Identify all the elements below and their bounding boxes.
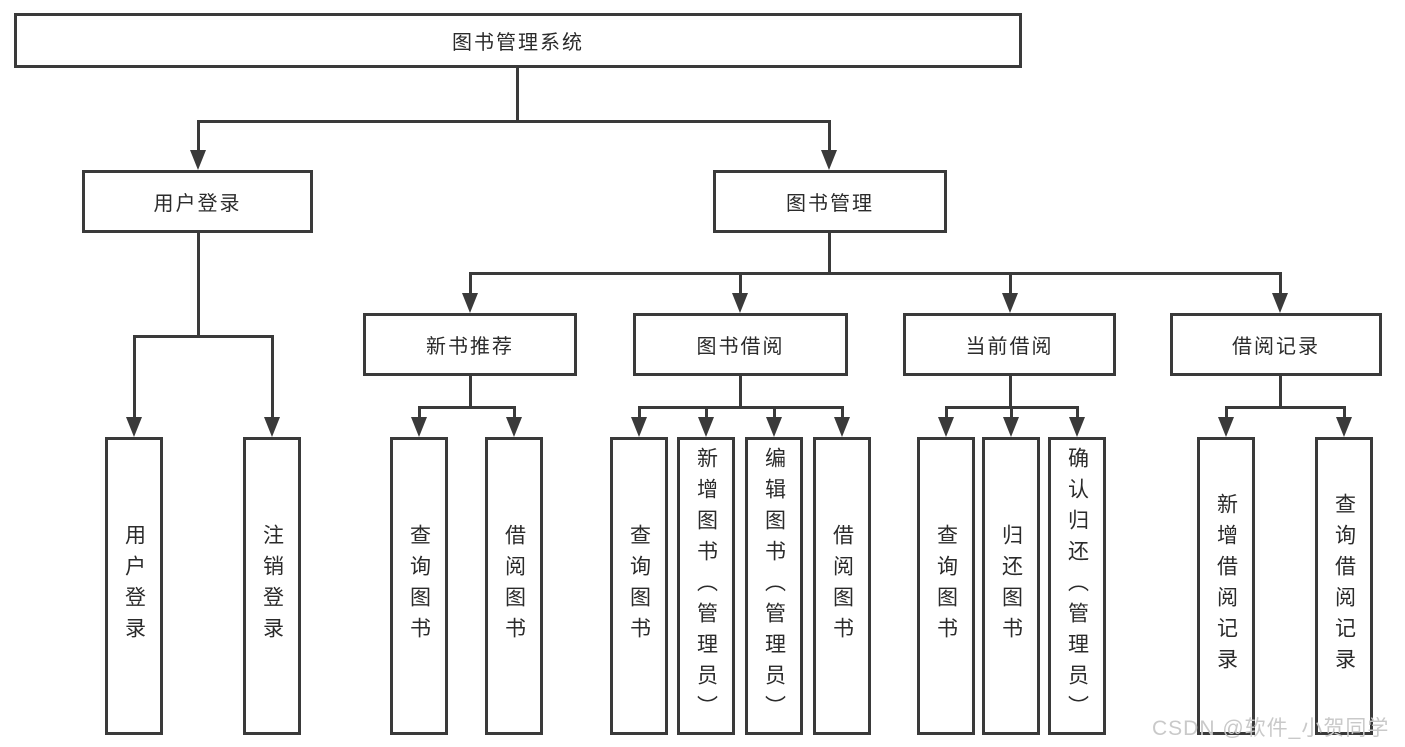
node-label: 新增图书（管理员） bbox=[694, 446, 718, 726]
node-label: 借阅记录 bbox=[1232, 336, 1320, 358]
leaf-borrow-books: 借阅图书 bbox=[813, 437, 871, 735]
arrow-down-icon bbox=[506, 417, 522, 437]
connector-line bbox=[773, 406, 776, 421]
connector-line bbox=[828, 120, 831, 154]
node-label: 图书借阅 bbox=[696, 336, 785, 358]
arrow-down-icon bbox=[732, 293, 748, 313]
node-label: 查询图书 bbox=[407, 524, 431, 648]
node-label: 图书管理 bbox=[786, 193, 874, 215]
node-label: 新书推荐 bbox=[426, 336, 514, 358]
leaf-query-borrow-record: 查询借阅记录 bbox=[1315, 437, 1373, 735]
arrow-down-icon bbox=[462, 293, 478, 313]
connector-line bbox=[638, 406, 844, 409]
connector-line bbox=[739, 272, 742, 297]
node-label: 借阅图书 bbox=[502, 524, 526, 648]
arrow-down-icon bbox=[631, 417, 647, 437]
node-label: 查询图书 bbox=[627, 524, 651, 648]
connector-line bbox=[133, 335, 274, 338]
node-current-borrowing: 当前借阅 bbox=[903, 313, 1116, 376]
leaf-query-books-recommend: 查询图书 bbox=[390, 437, 448, 735]
connector-line bbox=[513, 406, 516, 421]
node-label: 新增借阅记录 bbox=[1214, 493, 1238, 679]
leaf-edit-book-admin: 编辑图书（管理员） bbox=[745, 437, 803, 735]
connector-line bbox=[469, 376, 472, 406]
arrow-down-icon bbox=[411, 417, 427, 437]
arrow-down-icon bbox=[190, 150, 206, 170]
arrow-down-icon bbox=[834, 417, 850, 437]
connector-line bbox=[197, 233, 200, 335]
arrow-down-icon bbox=[1002, 293, 1018, 313]
arrow-down-icon bbox=[1003, 417, 1019, 437]
connector-line bbox=[945, 406, 948, 421]
connector-line bbox=[197, 120, 831, 123]
connector-line bbox=[469, 272, 472, 297]
node-book-management: 图书管理 bbox=[713, 170, 947, 233]
connector-line bbox=[1279, 272, 1282, 297]
node-borrowing-records: 借阅记录 bbox=[1170, 313, 1382, 376]
connector-line bbox=[1225, 406, 1228, 421]
node-label: 当前借阅 bbox=[965, 336, 1054, 358]
node-label: 查询图书 bbox=[934, 524, 958, 648]
connector-line bbox=[705, 406, 708, 421]
connector-line bbox=[1010, 406, 1013, 421]
leaf-query-books-borrowing: 查询图书 bbox=[610, 437, 668, 735]
watermark: CSDN @软件_小贺同学 bbox=[1152, 717, 1390, 740]
node-label: 查询借阅记录 bbox=[1332, 493, 1356, 679]
arrow-down-icon bbox=[1218, 417, 1234, 437]
connector-line bbox=[1076, 406, 1079, 421]
arrow-down-icon bbox=[126, 417, 142, 437]
node-label: 注销登录 bbox=[260, 524, 284, 648]
leaf-add-borrow-record: 新增借阅记录 bbox=[1197, 437, 1255, 735]
node-label: 图书管理系统 bbox=[452, 32, 584, 54]
connector-line bbox=[271, 335, 274, 421]
connector-line bbox=[418, 406, 421, 421]
connector-line bbox=[841, 406, 844, 421]
connector-line bbox=[739, 376, 742, 406]
arrow-down-icon bbox=[1069, 417, 1085, 437]
leaf-query-books-current: 查询图书 bbox=[917, 437, 975, 735]
connector-line bbox=[197, 120, 200, 154]
arrow-down-icon bbox=[1272, 293, 1288, 313]
node-label: 用户登录 bbox=[122, 524, 146, 648]
leaf-add-book-admin: 新增图书（管理员） bbox=[677, 437, 735, 735]
node-label: 用户登录 bbox=[153, 193, 242, 215]
node-book-borrowing: 图书借阅 bbox=[633, 313, 848, 376]
connector-line bbox=[469, 272, 1282, 275]
connector-line bbox=[1343, 406, 1346, 421]
connector-line bbox=[638, 406, 641, 421]
node-label: 归还图书 bbox=[999, 524, 1023, 648]
connector-line bbox=[1009, 376, 1012, 406]
connector-line bbox=[828, 233, 831, 272]
arrow-down-icon bbox=[698, 417, 714, 437]
arrow-down-icon bbox=[938, 417, 954, 437]
connector-line bbox=[1279, 376, 1282, 406]
node-library-management-system: 图书管理系统 bbox=[14, 13, 1022, 68]
leaf-user-login: 用户登录 bbox=[105, 437, 163, 735]
node-label: 借阅图书 bbox=[830, 524, 854, 648]
node-user-login: 用户登录 bbox=[82, 170, 313, 233]
arrow-down-icon bbox=[1336, 417, 1352, 437]
connector-line bbox=[516, 68, 519, 120]
connector-line bbox=[1225, 406, 1346, 409]
connector-line bbox=[133, 335, 136, 421]
node-label: 编辑图书（管理员） bbox=[762, 446, 786, 726]
leaf-borrow-books-recommend: 借阅图书 bbox=[485, 437, 543, 735]
leaf-logout: 注销登录 bbox=[243, 437, 301, 735]
arrow-down-icon bbox=[264, 417, 280, 437]
arrow-down-icon bbox=[766, 417, 782, 437]
leaf-return-books: 归还图书 bbox=[982, 437, 1040, 735]
node-label: 确认归还（管理员） bbox=[1065, 446, 1089, 726]
leaf-confirm-return-admin: 确认归还（管理员） bbox=[1048, 437, 1106, 735]
connector-line bbox=[418, 406, 516, 409]
node-new-book-recommendation: 新书推荐 bbox=[363, 313, 577, 376]
arrow-down-icon bbox=[821, 150, 837, 170]
connector-line bbox=[1009, 272, 1012, 297]
